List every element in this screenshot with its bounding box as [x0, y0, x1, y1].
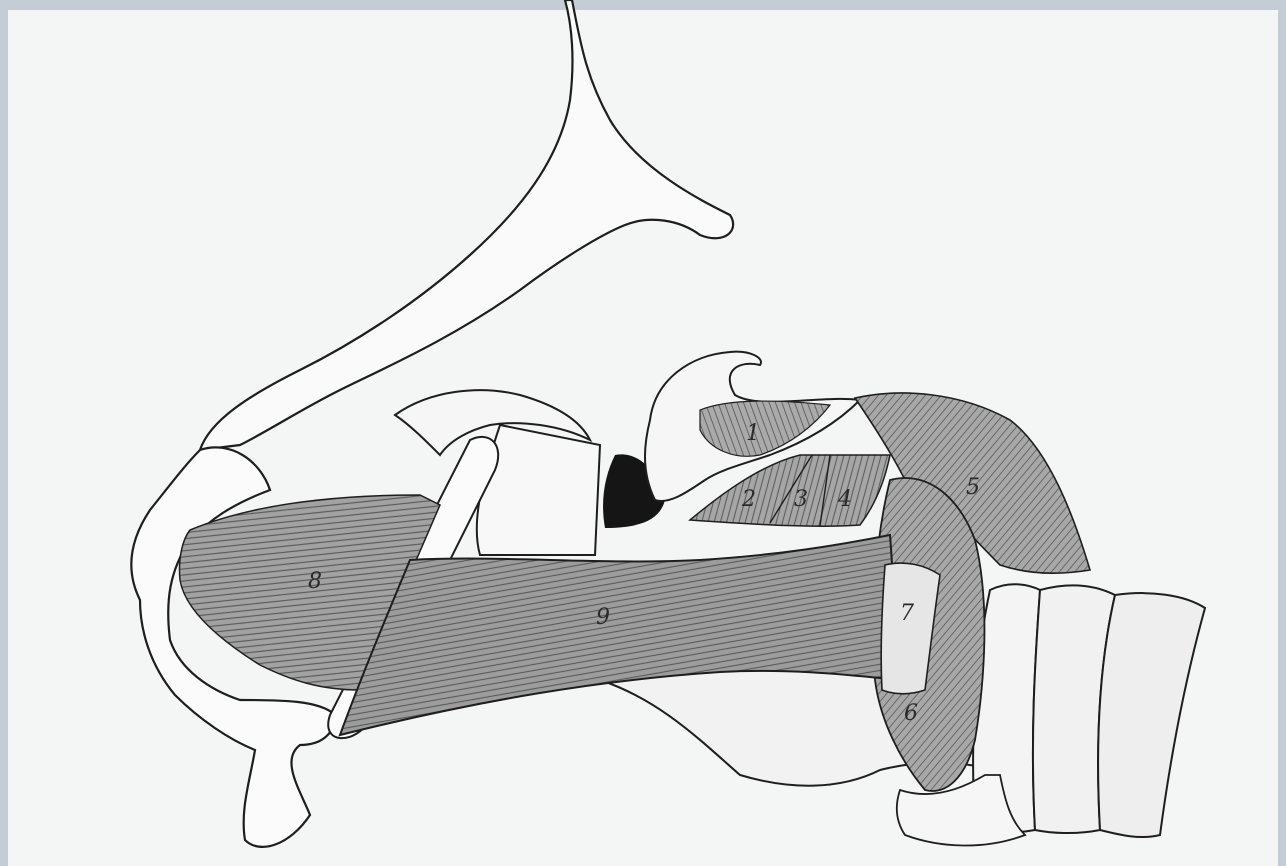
tracheal-ring-3: [1098, 593, 1205, 837]
label-2: 2: [741, 487, 756, 512]
label-1: 1: [746, 421, 760, 446]
label-5: 5: [966, 475, 980, 500]
epihyoid-bone: [200, 0, 733, 450]
label-3: 3: [794, 487, 808, 512]
label-6: 6: [904, 701, 918, 726]
label-7: 7: [900, 601, 914, 626]
label-4: 4: [837, 487, 852, 512]
label-9: 9: [596, 605, 610, 630]
label-8: 8: [308, 569, 322, 594]
